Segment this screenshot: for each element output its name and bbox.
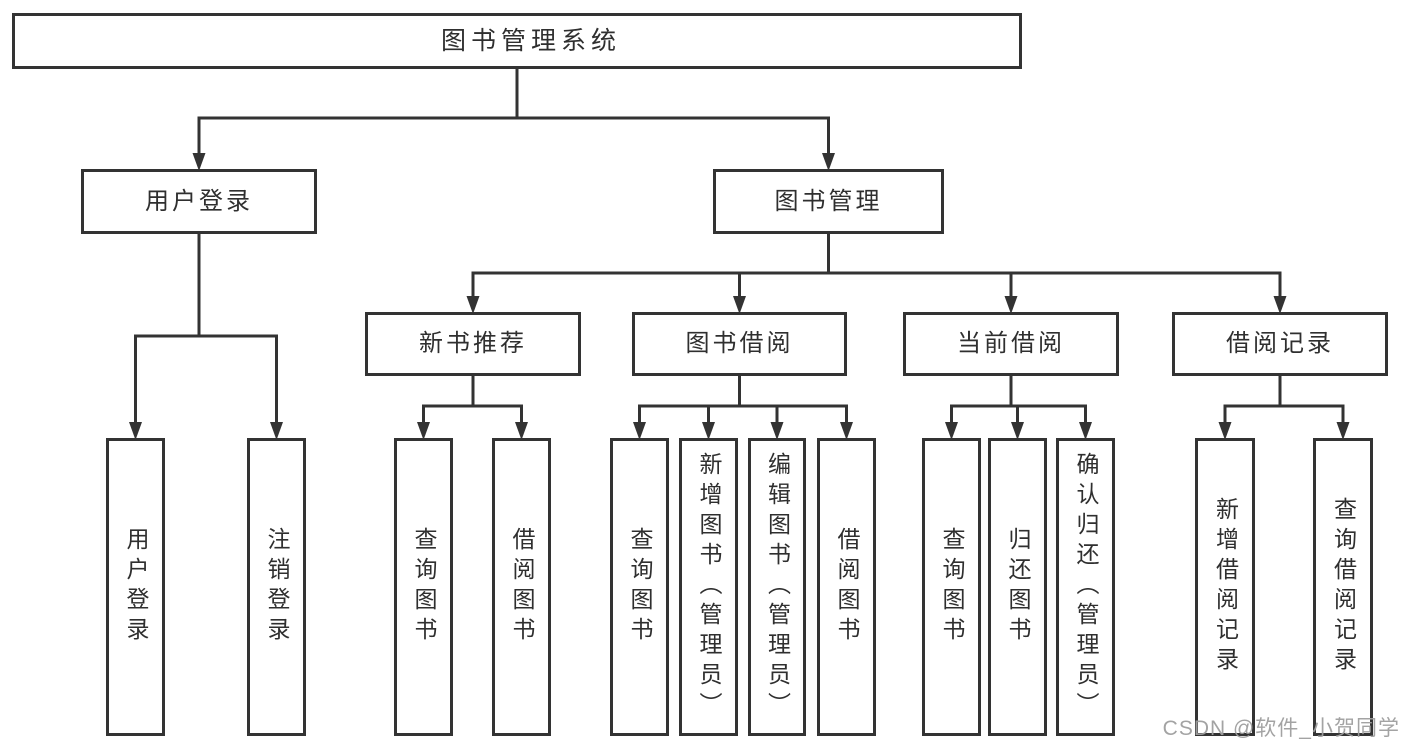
node-label: 用户登录 <box>123 527 149 647</box>
node-ul-logout: 注销登录 <box>247 438 306 736</box>
node-bb-edit: 编辑图书（管理员） <box>748 438 806 736</box>
node-book-borrow: 图书借阅 <box>632 312 847 376</box>
node-label: 图书借阅 <box>685 330 794 357</box>
watermark: CSDN @软件_小贺同学 <box>1162 717 1400 740</box>
node-root: 图书管理系统 <box>12 13 1022 69</box>
node-bb-add: 新增图书（管理员） <box>679 438 738 736</box>
node-label: 新增图书（管理员） <box>696 452 722 722</box>
node-label: 编辑图书（管理员） <box>764 452 791 722</box>
node-bb-borrow: 借阅图书 <box>817 438 876 736</box>
node-label: 当前借阅 <box>957 330 1065 357</box>
arrow-head <box>129 422 142 440</box>
node-user-login: 用户登录 <box>81 169 317 234</box>
node-label: 确认归还（管理员） <box>1073 452 1099 722</box>
arrow-head <box>945 422 958 440</box>
arrow-head <box>192 153 206 171</box>
node-cb-query: 查询图书 <box>922 438 981 736</box>
node-nbr-borrow: 借阅图书 <box>492 438 551 736</box>
node-label: 借阅图书 <box>509 527 535 647</box>
node-label: 用户登录 <box>145 187 253 215</box>
node-label: 查询图书 <box>939 527 965 647</box>
node-label: 查询借阅记录 <box>1330 497 1357 677</box>
node-label: 借阅记录 <box>1226 330 1334 357</box>
arrow-head <box>822 153 835 171</box>
arrow-head <box>733 296 746 314</box>
node-bb-query: 查询图书 <box>610 438 669 736</box>
arrow-head <box>1004 296 1018 314</box>
node-label: 查询图书 <box>411 527 437 647</box>
node-current-borrow: 当前借阅 <box>903 312 1119 376</box>
arrow-head <box>466 296 480 314</box>
node-br-query: 查询借阅记录 <box>1313 438 1373 736</box>
node-label: 注销登录 <box>264 527 290 647</box>
arrow-head <box>1336 422 1350 440</box>
node-label: 图书管理系统 <box>440 26 621 55</box>
arrow-head <box>633 422 646 440</box>
arrow-head <box>1079 422 1092 440</box>
arrow-head <box>515 422 528 440</box>
arrow-head <box>417 422 430 440</box>
node-cb-confirm: 确认归还（管理员） <box>1056 438 1115 736</box>
arrow-head <box>702 422 715 440</box>
arrow-head <box>840 422 853 440</box>
arrow-head <box>270 422 283 440</box>
arrow-head <box>1011 422 1024 440</box>
node-label: 查询图书 <box>627 527 653 647</box>
node-ul-login: 用户登录 <box>106 438 165 736</box>
node-label: 新增借阅记录 <box>1212 497 1239 677</box>
node-br-add: 新增借阅记录 <box>1195 438 1255 736</box>
node-label: 借阅图书 <box>834 527 860 647</box>
arrow-head <box>770 422 784 440</box>
node-nbr-query: 查询图书 <box>394 438 453 736</box>
node-label: 新书推荐 <box>419 330 527 357</box>
arrow-head <box>1273 296 1287 314</box>
node-label: 图书管理 <box>774 187 883 215</box>
node-borrow-records: 借阅记录 <box>1172 312 1388 376</box>
node-new-book-rec: 新书推荐 <box>365 312 581 376</box>
arrow-head <box>1218 422 1232 440</box>
node-label: 归还图书 <box>1005 527 1031 647</box>
node-cb-return: 归还图书 <box>988 438 1047 736</box>
node-book-mgmt: 图书管理 <box>713 169 944 234</box>
